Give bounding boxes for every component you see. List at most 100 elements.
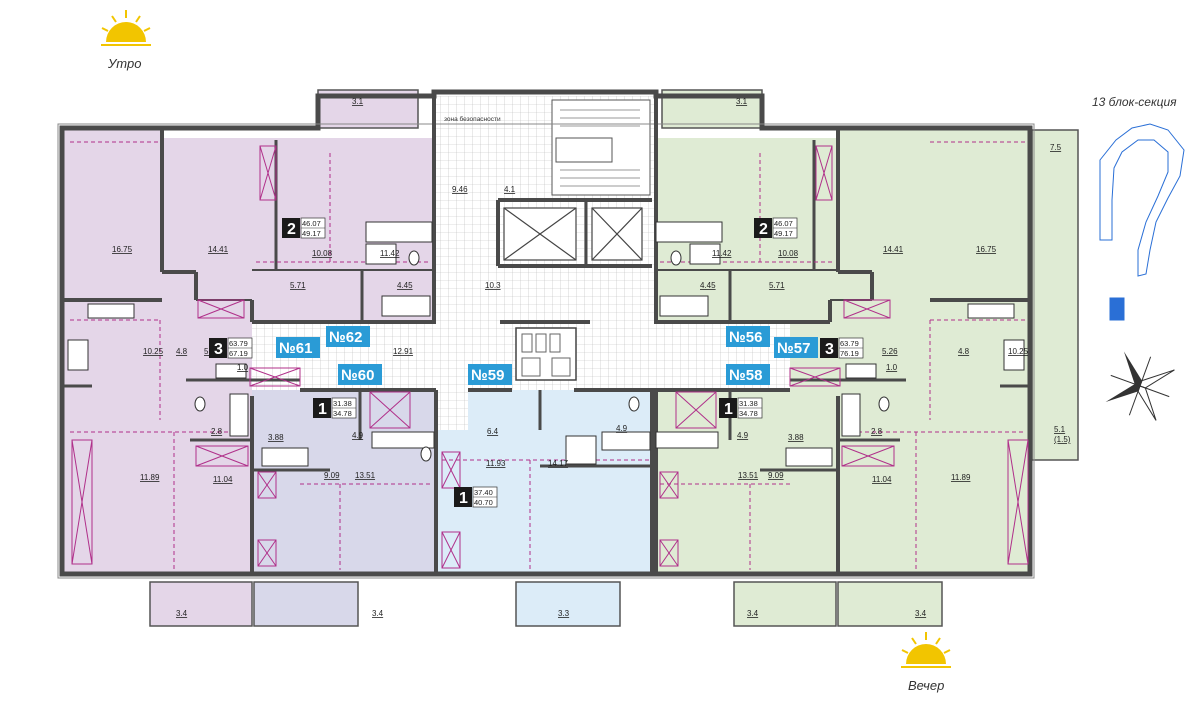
bathtub-icon	[659, 295, 709, 317]
room-area-label: (1.5)	[1054, 435, 1071, 444]
apartment-tag[interactable]: №57	[774, 337, 818, 358]
apartment-tag[interactable]: №60	[338, 364, 382, 385]
area-with-balcony: 67.19	[229, 349, 248, 358]
svg-text:№62: №62	[329, 329, 362, 346]
room-area-label: 6.4	[487, 427, 499, 436]
svg-text:№56: №56	[729, 329, 762, 346]
room-area-label: 1.0	[886, 363, 898, 372]
balcony	[733, 581, 837, 627]
room-area-label: 1.0	[237, 363, 249, 372]
room-area-label: 4.45	[397, 281, 413, 290]
svg-text:№58: №58	[729, 367, 762, 384]
total-area: 31.38	[739, 399, 758, 408]
apartment-57	[790, 130, 1028, 572]
svg-text:№60: №60	[341, 367, 374, 384]
room-area-label: 3.4	[915, 609, 927, 618]
room-area-label: 3.4	[176, 609, 188, 618]
room-area-label: 3.88	[788, 433, 804, 442]
furniture	[71, 145, 1029, 569]
room-area-label: 5.71	[290, 281, 306, 290]
section-caption: 13 блок-секция	[1092, 95, 1177, 109]
zone-dashes	[70, 141, 1026, 570]
apartment-tag[interactable]: №62	[326, 326, 370, 347]
balcony	[837, 581, 943, 627]
room-area-label: 3.88	[268, 433, 284, 442]
room-area-label: 10.08	[312, 249, 333, 258]
apartment-61	[64, 130, 300, 572]
apartment-tag[interactable]: №58	[726, 364, 770, 385]
fixtures	[67, 221, 1025, 467]
room-area-label: 10.08	[778, 249, 799, 258]
room-count-box	[754, 218, 772, 238]
room-area-label: 11.04	[872, 475, 892, 484]
area-with-balcony: 34.78	[739, 409, 758, 418]
room-area-label: 5.26	[882, 347, 898, 356]
room-area-label: 9.09	[768, 471, 784, 480]
total-area: 31.38	[333, 399, 352, 408]
bathtub-icon	[785, 447, 833, 467]
morning-caption: Утро	[108, 56, 142, 71]
room-area-label: 11.04	[213, 475, 233, 484]
room-area-label: 4.8	[958, 347, 970, 356]
total-area: 37.40	[474, 488, 493, 497]
room-area-label: 13.51	[355, 471, 376, 480]
room-count: 1	[724, 401, 733, 418]
total-area: 63.79	[229, 339, 248, 348]
room-area-label: 16.75	[976, 245, 997, 254]
bathtub-icon	[229, 393, 249, 437]
room-area-label: 11.89	[951, 473, 971, 482]
area-with-balcony: 34.78	[333, 409, 352, 418]
area-with-balcony: 49.17	[774, 229, 793, 238]
room-area-label: 3.1	[352, 97, 364, 106]
bathtub-icon	[381, 295, 431, 317]
total-area: 46.07	[302, 219, 321, 228]
room-area-label: 3.1	[736, 97, 748, 106]
zone-label: зона безопасности	[444, 115, 501, 123]
area-with-balcony: 40.70	[474, 498, 493, 507]
room-count: 1	[318, 401, 327, 418]
bathtub-icon	[601, 431, 651, 451]
apartment-tag[interactable]: №56	[726, 326, 770, 347]
balcony	[253, 581, 359, 627]
svg-text:№61: №61	[279, 340, 312, 357]
section-marker-icon	[1109, 297, 1125, 321]
apartment-tag[interactable]: №61	[276, 337, 320, 358]
room-area-label: 10.25	[1008, 347, 1029, 356]
room-area-label: 11.93	[486, 459, 506, 468]
svg-text:№59: №59	[471, 367, 504, 384]
room-area-label: 11.42	[380, 249, 400, 258]
room-count-box	[820, 338, 838, 358]
room-area-label: 4.9	[737, 431, 749, 440]
room-area-label: 10.25	[143, 347, 164, 356]
balcony	[515, 581, 621, 627]
room-area-label: 11.42	[712, 249, 732, 258]
area-with-balcony: 49.17	[302, 229, 321, 238]
room-area-label: 4.45	[700, 281, 716, 290]
evening-sun-icon	[901, 632, 951, 668]
room-area-label: 4.9	[352, 431, 364, 440]
room-area-label: 3.4	[747, 609, 759, 618]
apartment-tag[interactable]: №59	[468, 364, 512, 385]
room-area-label: 5.71	[769, 281, 785, 290]
room-count: 3	[825, 341, 834, 358]
room-area-label: 4.9	[616, 424, 628, 433]
room-area-label: 4.1	[504, 185, 516, 194]
section-key-map	[1099, 123, 1185, 321]
total-area: 46.07	[774, 219, 793, 228]
lift-icon	[503, 207, 643, 261]
room-area-label: 3.3	[558, 609, 570, 618]
walls	[57, 89, 1035, 579]
room-area-label: 3.4	[372, 609, 384, 618]
apartment-tags: №62 №61 №60 №59 №56 №57 №58	[276, 326, 818, 385]
room-count: 2	[287, 221, 296, 238]
room-area-label: 12.91	[393, 347, 414, 356]
evening-caption: Вечер	[908, 678, 945, 693]
room-area-label: 16.75	[112, 245, 133, 254]
